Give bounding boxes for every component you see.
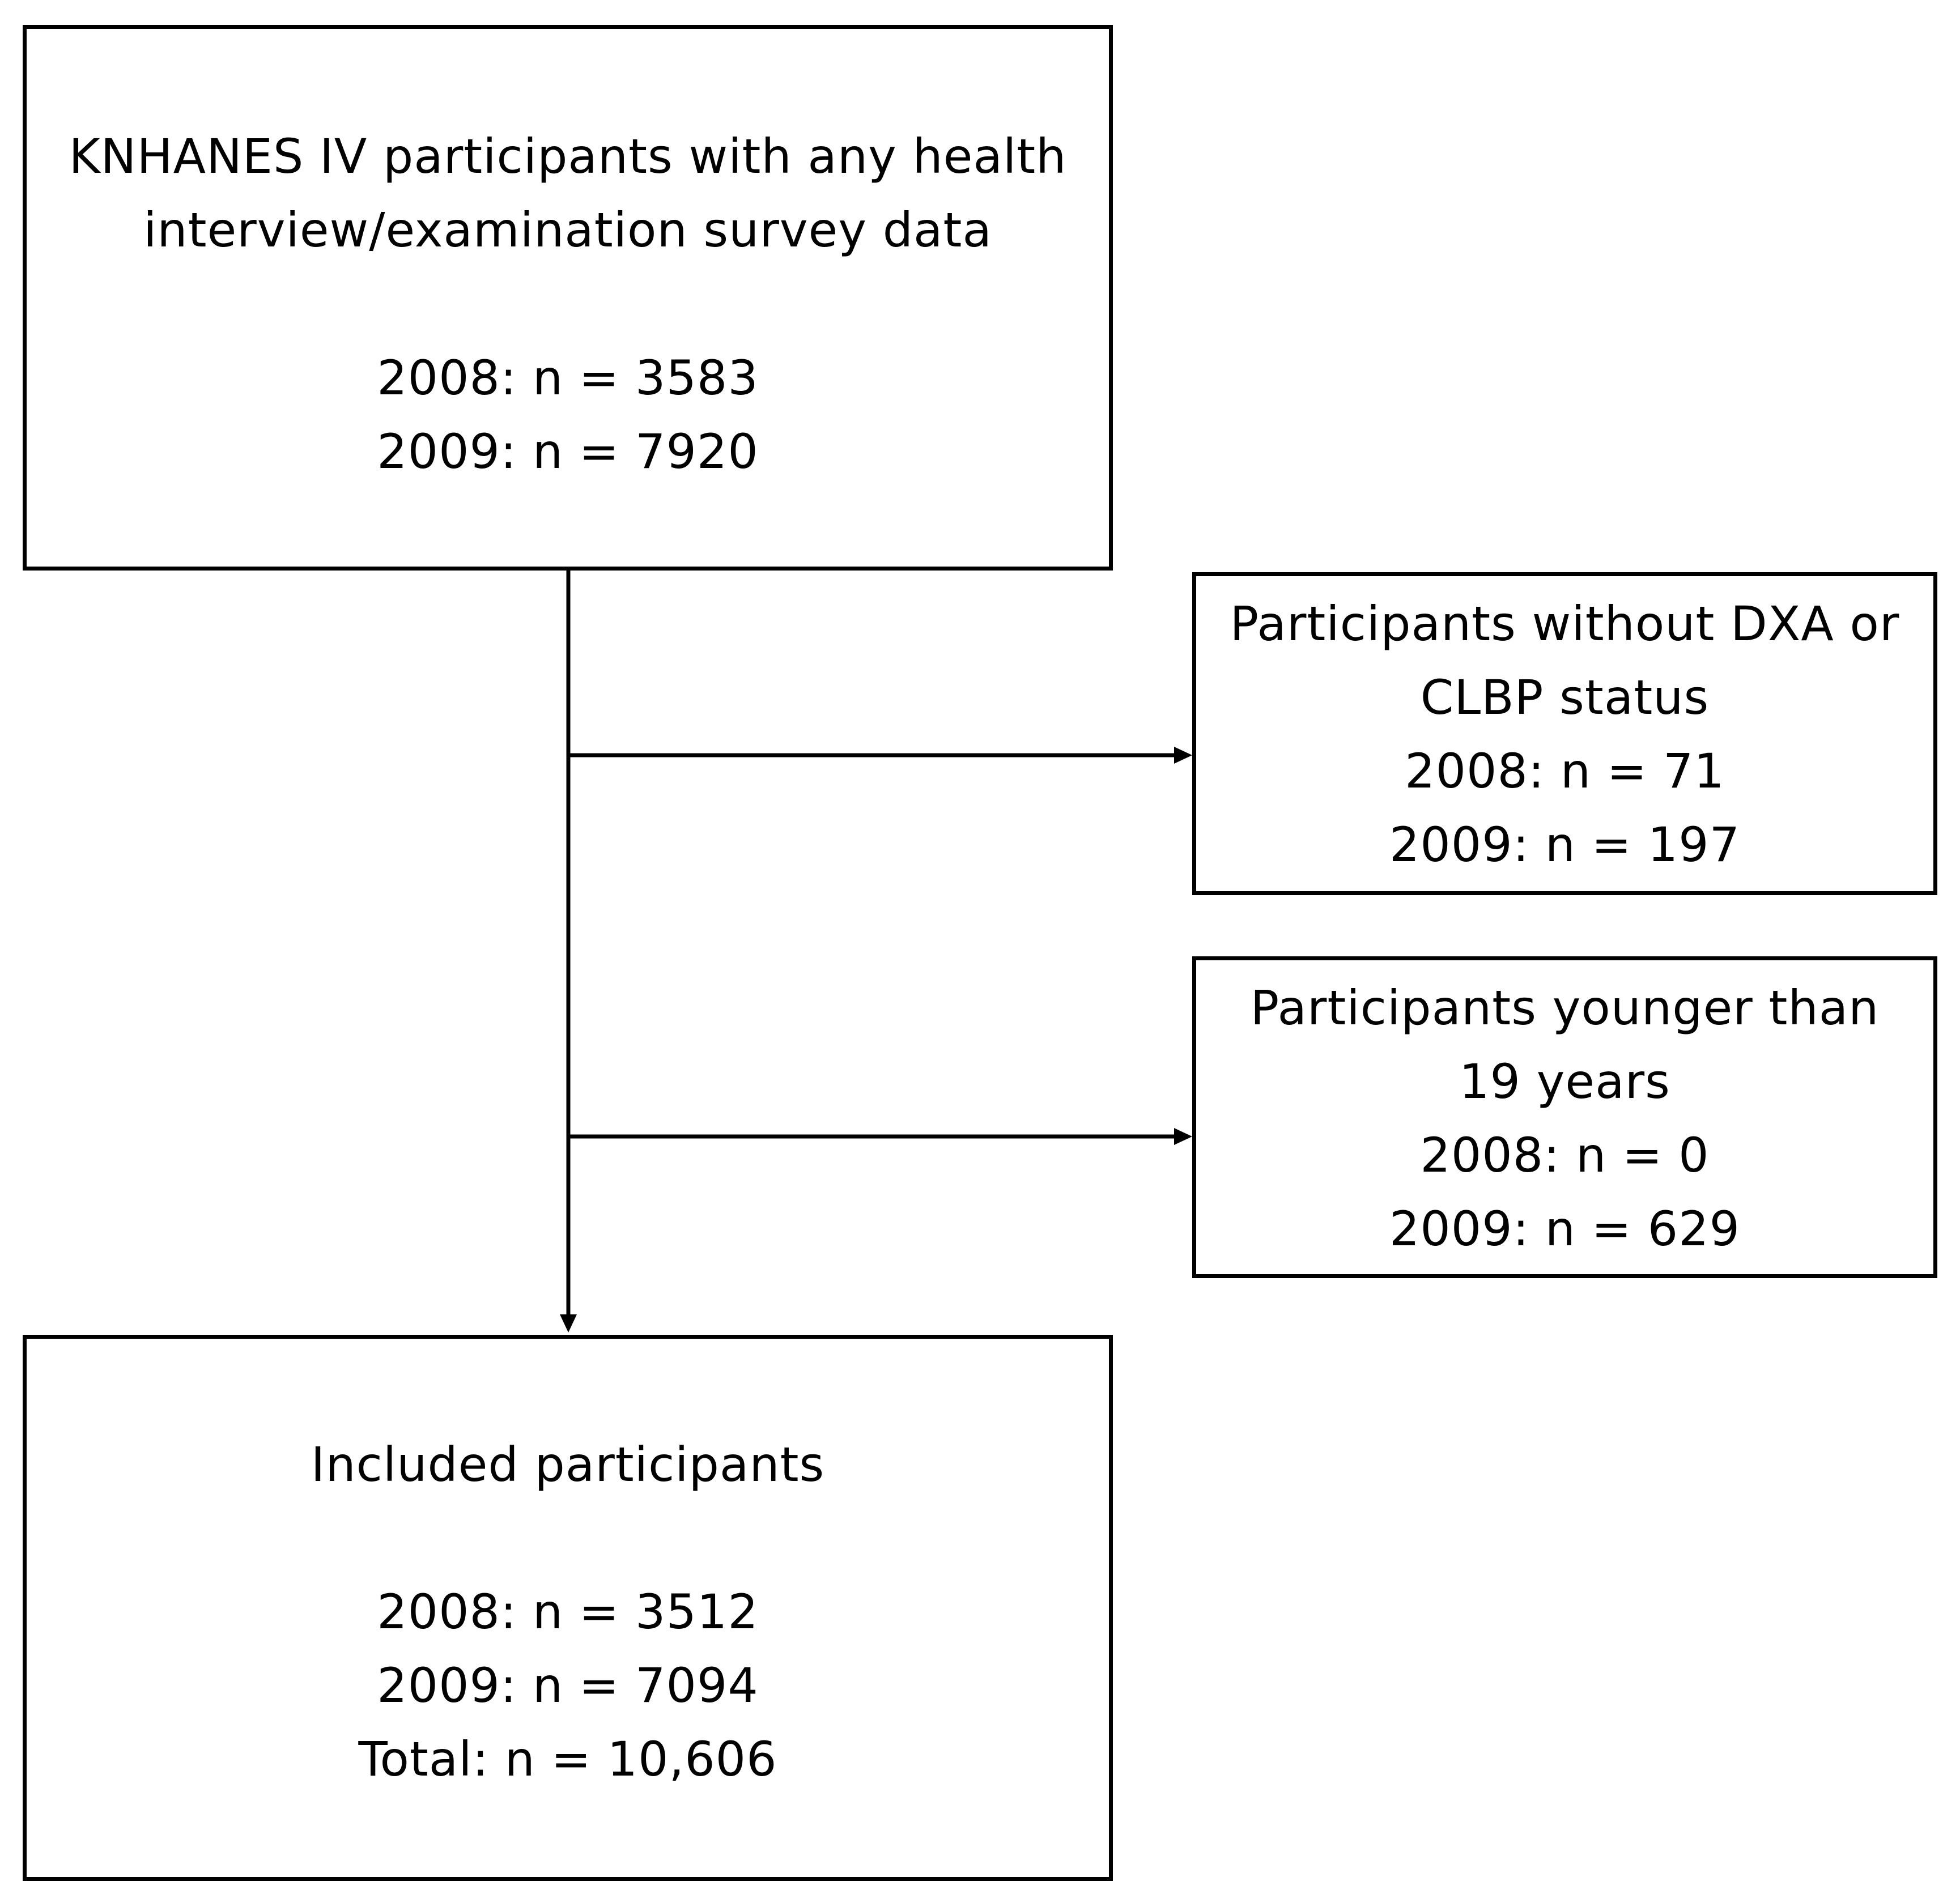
exclusion-1-arrowhead [1174,747,1192,764]
exclusion-dxa-clbp-2008-count: 2008: n = 71 [1405,743,1725,799]
source-population-line-1: KNHANES IV participants with any health [69,129,1067,184]
exclusion-dxa-clbp-box: Participants without DXA or CLBP status … [1192,572,1937,895]
included-2008-count: 2008: n = 3512 [377,1584,759,1640]
source-2008-count: 2008: n = 3583 [377,350,759,406]
main-flow-arrowhead [560,1314,577,1333]
included-total-count: Total: n = 10,606 [358,1731,777,1787]
exclusion-2-arrowhead [1174,1128,1192,1145]
exclusion-dxa-clbp-line-1: Participants without DXA or [1230,596,1900,652]
exclusion-dxa-clbp-2009-count: 2009: n = 197 [1389,817,1741,872]
exclusion-age-line-2: 19 years [1459,1054,1670,1109]
included-2009-count: 2009: n = 7094 [377,1658,759,1713]
source-population-box: KNHANES IV participants with any health … [23,25,1113,571]
exclusion-dxa-clbp-line-2: CLBP status [1420,670,1710,725]
included-participants-box: Included participants 2008: n = 3512 200… [23,1335,1113,1881]
exclusion-age-box: Participants younger than 19 years 2008:… [1192,956,1937,1278]
exclusion-age-line-1: Participants younger than [1250,980,1880,1036]
source-2009-count: 2009: n = 7920 [377,424,759,479]
exclusion-age-2008-count: 2008: n = 0 [1420,1127,1710,1183]
exclusion-age-2009-count: 2009: n = 629 [1389,1201,1741,1257]
included-participants-title: Included participants [311,1437,825,1492]
source-population-line-2: interview/examination survey data [143,202,992,258]
